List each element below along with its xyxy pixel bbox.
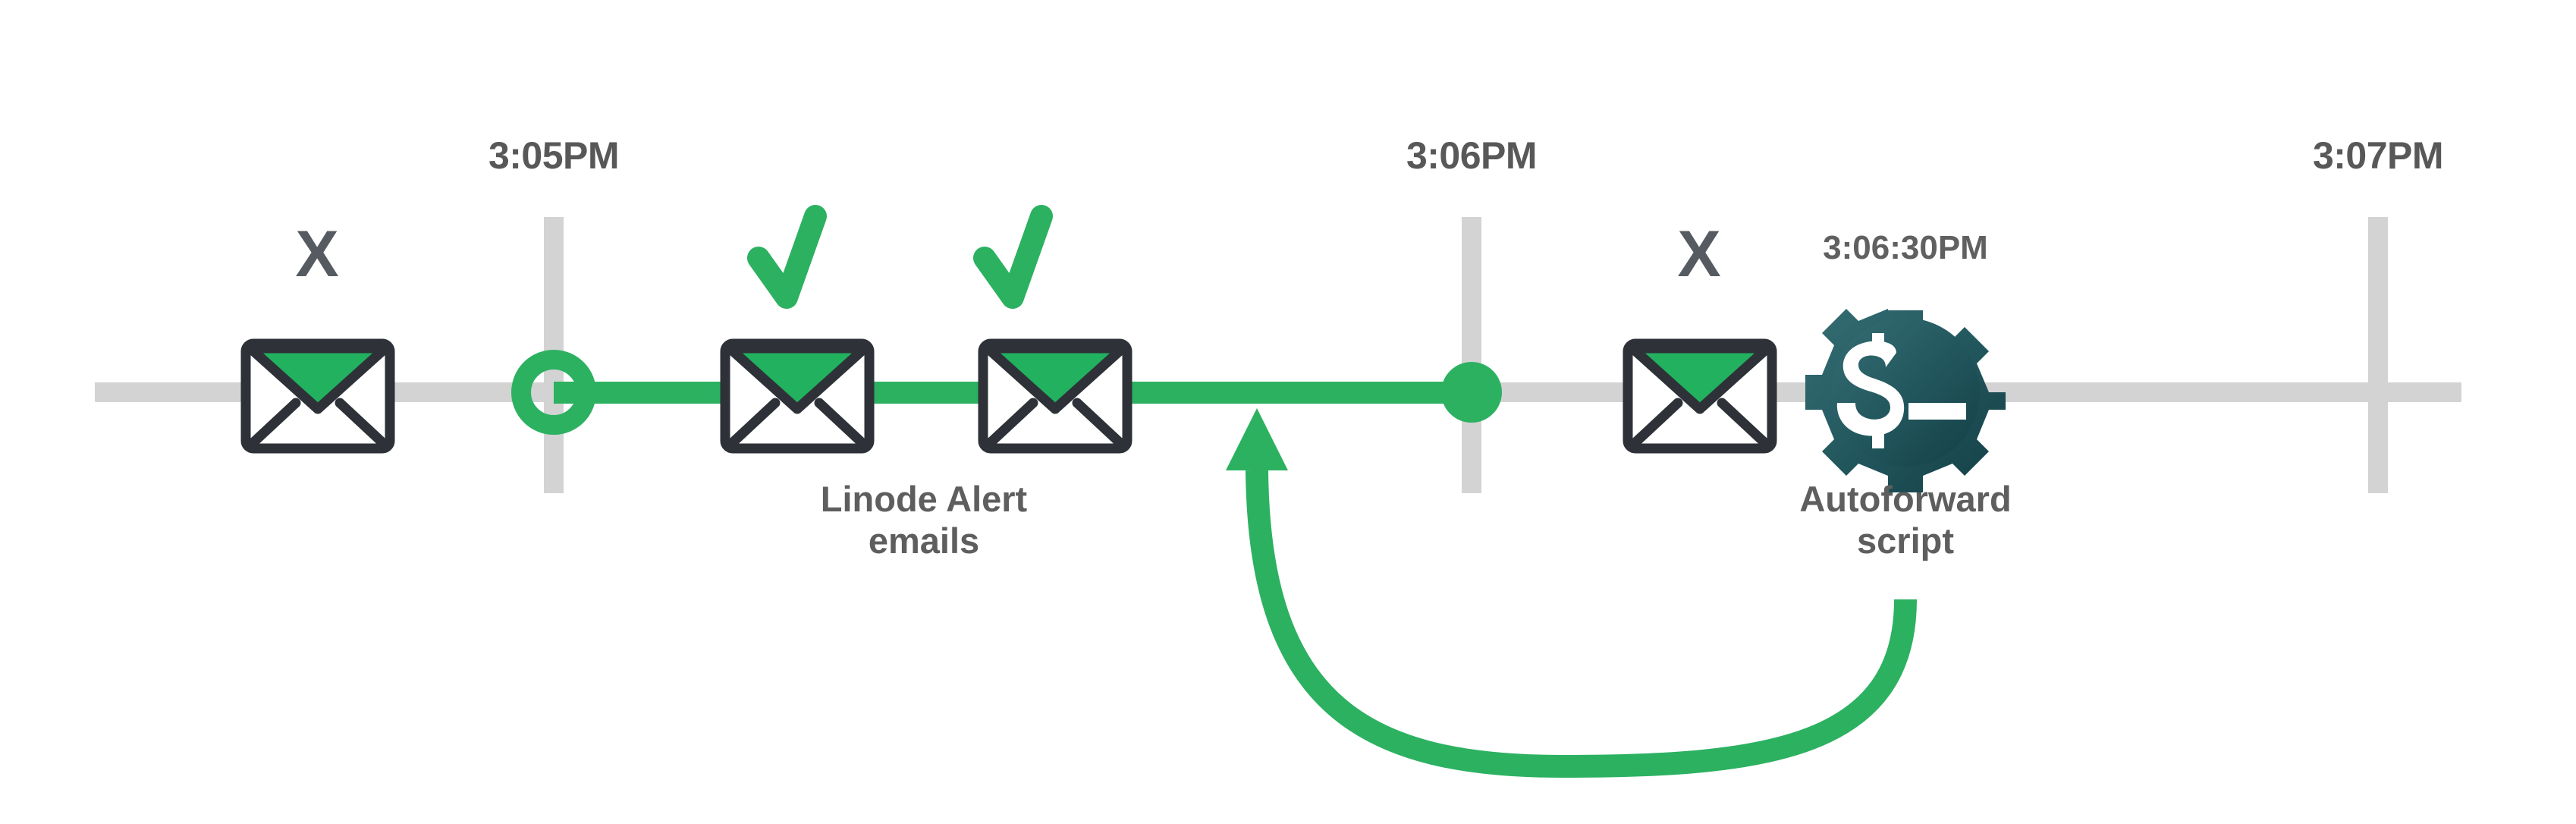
tick-mark-306pm	[1462, 217, 1481, 493]
tick-label-306pm: 3:06PM	[1406, 134, 1538, 177]
feedback-arrow	[1226, 408, 1917, 778]
tick-label-305pm: 3:05PM	[488, 134, 620, 177]
event-time-script: 3:06:30PM	[1823, 229, 1988, 266]
tick-label-307pm: 3:07PM	[2312, 134, 2444, 177]
gear-terminal-icon	[1805, 309, 2006, 492]
feedback-arrow-head	[1226, 408, 1288, 470]
envelope-icon	[720, 338, 875, 454]
tick-mark-307pm	[2368, 217, 2388, 493]
envelope-icon	[978, 338, 1132, 454]
event-label-linode-alert-emails: Linode Alert emails	[820, 479, 1028, 561]
check-mark-icon	[973, 205, 1053, 309]
feedback-arrow-curve	[1246, 470, 1917, 778]
check-mark-icon	[747, 205, 827, 309]
x-mark-icon: X	[1677, 218, 1721, 291]
envelope-icon	[240, 338, 395, 454]
envelope-icon	[1623, 338, 1777, 454]
span-end-dot	[1441, 362, 1502, 423]
event-label-autoforward-script: Autoforward script	[1799, 479, 2012, 561]
x-mark-icon: X	[295, 218, 339, 291]
span-start-ring	[511, 350, 596, 435]
